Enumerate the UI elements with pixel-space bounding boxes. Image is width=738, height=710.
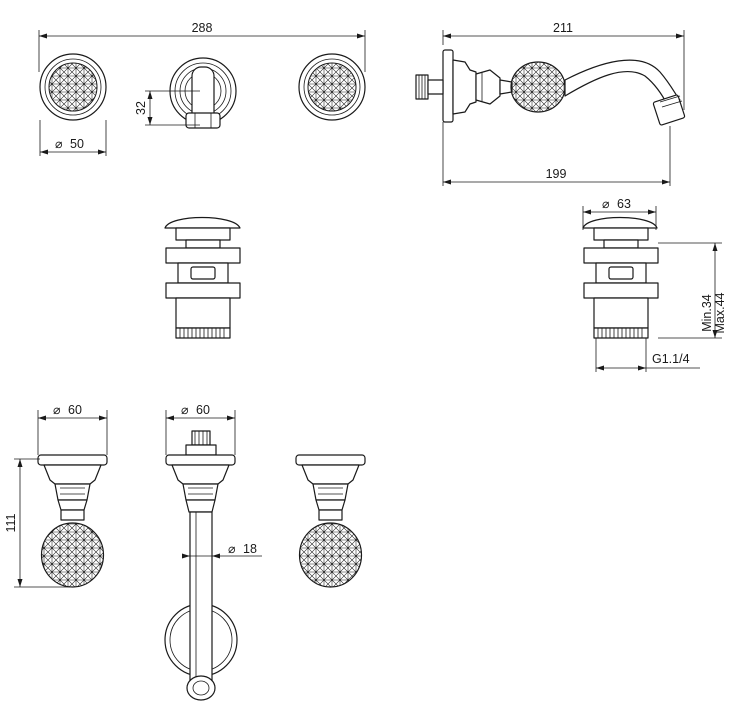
dim-diameter-60-center: ⌀ 60 [165,403,236,455]
dim-min-max: Min.34 Max.44 [658,242,727,339]
dim-211-label: 211 [553,21,573,35]
waste-right: ⌀ 63 Min.34 Max.44 G1.1/4 [582,197,727,372]
dim-111: 111 [4,458,70,588]
dim-50-label: 50 [70,137,84,151]
diameter-symbol: ⌀ [602,197,610,211]
diameter-symbol: ⌀ [181,403,189,417]
dim-111-label: 111 [4,513,18,532]
dim-199-label: 199 [546,167,567,181]
center-spout-rosette [169,57,237,129]
diameter-symbol: ⌀ [55,137,63,151]
center-spout-side: ⌀ 60 [164,403,238,701]
diameter-symbol: ⌀ [53,403,61,417]
dim-211: 211 [442,21,685,110]
right-handle-side [295,454,366,588]
dim-diameter-18: ⌀ 18 [182,542,262,559]
dim-288: 288 [38,21,366,72]
dim-18-label: 18 [243,542,257,556]
dim-thread: G1.1/4 [595,338,700,372]
dim-63-label: 63 [617,197,631,211]
bottom-side-views: ⌀ 60 111 [4,403,366,701]
spout-side-view: 211 199 [415,21,686,186]
dim-32: 32 [134,90,200,126]
left-handle-side: ⌀ 60 [37,403,108,588]
dim-diameter-60-left: ⌀ 60 [37,403,108,455]
dim-diameter-63: ⌀ 63 [582,197,657,230]
left-knob-rosette [39,53,107,121]
dim-60-left-label: 60 [68,403,82,417]
waste-left [164,216,241,339]
dim-288-label: 288 [192,21,213,35]
right-knob-rosette [298,53,366,121]
dim-32-label: 32 [134,101,148,115]
dim-thread-label: G1.1/4 [652,352,690,366]
dim-199: 199 [442,122,671,186]
dim-min-label: Min.34 [700,294,714,332]
dim-max-label: Max.44 [713,292,727,333]
dim-diameter-50: ⌀ 50 [39,120,107,156]
dim-60-center-label: 60 [196,403,210,417]
diameter-symbol: ⌀ [228,542,236,556]
front-view-top: 288 [38,21,366,156]
